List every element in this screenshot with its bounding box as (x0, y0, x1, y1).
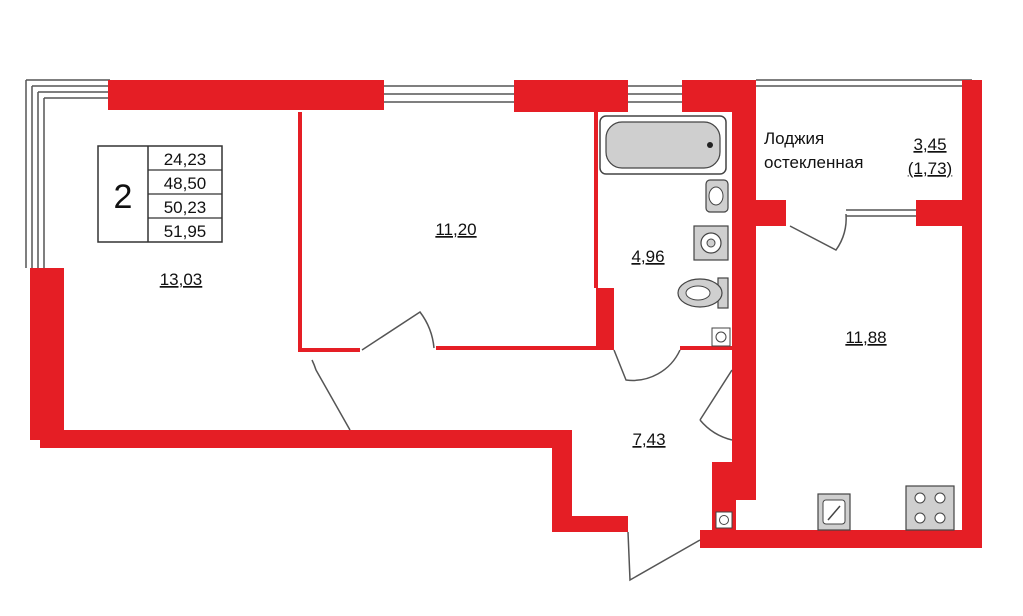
kitchen-sink-icon (817, 493, 851, 531)
loggia-name-line2: остекленная (764, 153, 863, 172)
wall (40, 430, 350, 448)
wall (552, 430, 572, 530)
wall (712, 462, 736, 542)
riser-icon (715, 511, 733, 529)
summary-area-2: 48,50 (164, 174, 207, 193)
wall (964, 80, 980, 102)
door-swings (311, 213, 847, 582)
loggia-name-line1: Лоджия (764, 129, 824, 148)
wall (740, 200, 786, 226)
wall (962, 80, 982, 532)
bathtub-icon (599, 115, 727, 175)
bedroom-area: 11,20 (435, 220, 476, 239)
summary-area-4: 51,95 (164, 222, 207, 241)
wall (732, 80, 756, 500)
summary-area-1: 24,23 (164, 150, 207, 169)
loggia-area: 3,45 (913, 135, 946, 154)
bathroom-area: 4,96 (631, 247, 664, 266)
hallway-area: 7,43 (632, 430, 665, 449)
rooms-count: 2 (114, 178, 133, 216)
interior-walls (298, 112, 732, 352)
wall (30, 268, 64, 440)
sink-icon (705, 179, 729, 213)
kitchen-area: 11,88 (845, 328, 886, 347)
wall (108, 80, 384, 110)
living-room-area: 13,03 (160, 270, 203, 289)
wall (514, 80, 628, 112)
wall (700, 530, 982, 548)
wall (350, 430, 570, 448)
stove-icon (905, 485, 955, 531)
wall (552, 516, 628, 532)
wall (596, 288, 614, 350)
summary-box: 2 24,23 48,50 50,23 51,95 (97, 145, 223, 243)
riser-icon (711, 327, 731, 347)
toilet-icon (677, 277, 729, 309)
loggia-area-reduced: (1,73) (908, 159, 952, 178)
window-frames (25, 79, 979, 268)
walls (30, 80, 982, 548)
summary-area-3: 50,23 (164, 198, 207, 217)
washing-machine-icon (693, 225, 729, 261)
